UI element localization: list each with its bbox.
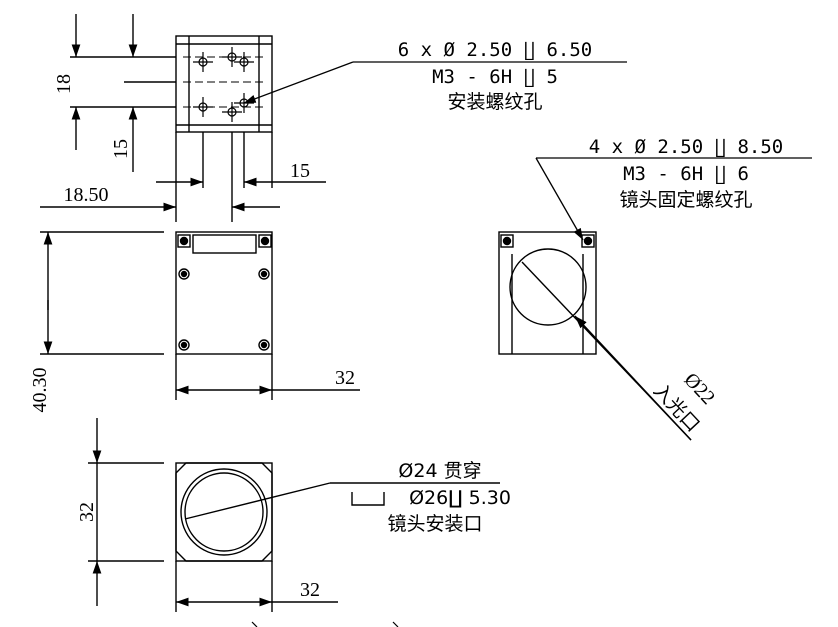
- top-view: [40, 14, 326, 222]
- dim-18-50: 18.50: [64, 184, 109, 206]
- front-view-screws: [178, 268, 270, 351]
- lens-hole-leader: [535, 157, 812, 241]
- side-view-body: [498, 231, 597, 355]
- dim-15-vertical: 15: [110, 139, 132, 159]
- bottom-view: [88, 418, 500, 612]
- dim-15-horizontal: 15: [290, 160, 310, 182]
- cutoff-marks: [251, 621, 399, 627]
- dim-32-bottom-horizontal: 32: [300, 579, 320, 601]
- bottom-callout-line2: Ø26∐ 5.30: [409, 487, 511, 509]
- bottom-callout-line3: 镜头安装口: [387, 513, 482, 535]
- mount-hole-marks: [193, 47, 254, 122]
- lens-hole-callout-line1: 4 x Ø 2.50 ∐ 8.50: [589, 136, 783, 158]
- mount-hole-callout-line2: M3 - 6H ∐ 5: [432, 66, 558, 88]
- lens-hole-callout-line3: 镜头固定螺纹孔: [619, 189, 752, 211]
- side-view-aperture: [509, 248, 587, 326]
- dim-32-front: 32: [335, 367, 355, 389]
- dim-18: 18: [53, 74, 75, 94]
- mount-hole-leader: [243, 61, 627, 104]
- side-view: [498, 231, 692, 441]
- bottom-view-bore-inner: [184, 472, 264, 552]
- top-view-body: [175, 35, 273, 133]
- dim-40-30: 40.30: [29, 368, 51, 413]
- bottom-view-body: [175, 462, 273, 562]
- bottom-view-bore-outer: [180, 468, 268, 556]
- front-view: [40, 231, 360, 400]
- bottom-callout-line1: Ø24 贯穿: [398, 460, 481, 482]
- front-view-body: [175, 231, 273, 355]
- lens-hole-callout-line2: M3 - 6H ∐ 6: [623, 163, 749, 185]
- mount-hole-callout-line1: 6 x Ø 2.50 ∐ 6.50: [398, 39, 592, 61]
- mount-hole-callout-line3: 安装螺纹孔: [447, 91, 542, 113]
- dim-32-bottom-vertical: 32: [76, 502, 98, 522]
